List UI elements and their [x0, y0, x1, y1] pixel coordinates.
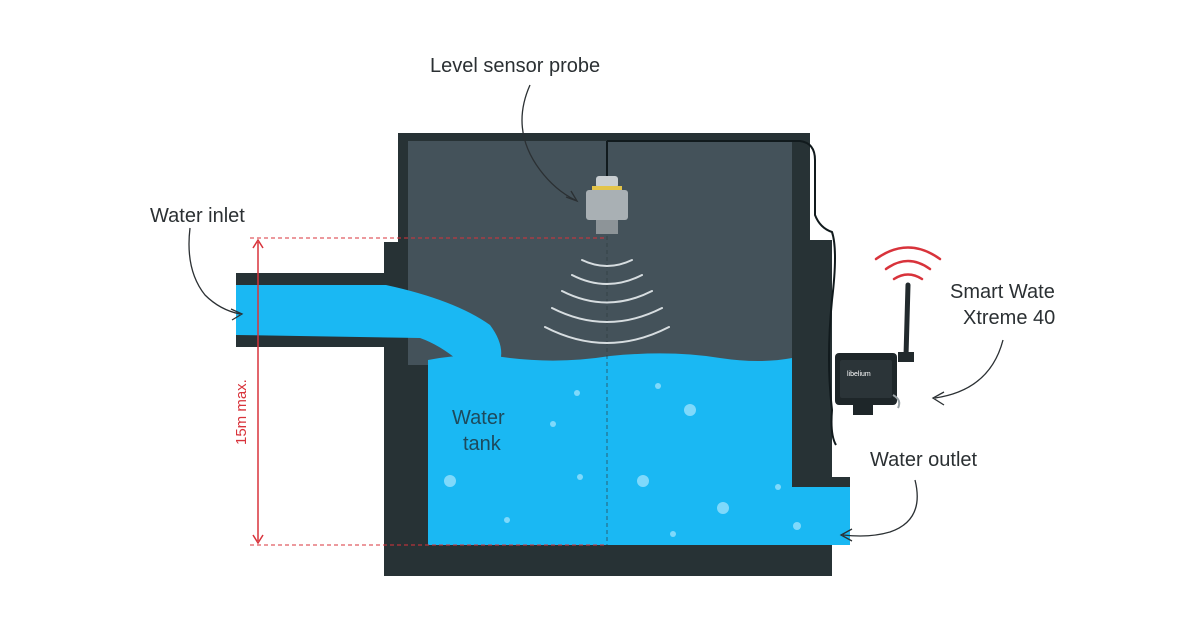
bubble [717, 502, 729, 514]
probe-callout-arrow [521, 84, 576, 201]
tank-water [428, 353, 848, 545]
inlet-callout-arrowhead [230, 308, 244, 321]
device-antenna-base [898, 352, 914, 362]
signal-arc [892, 273, 924, 281]
device-label-line2: Xtreme 40 [963, 307, 1055, 329]
tank-air-upper-left [408, 141, 428, 242]
bubble [670, 531, 676, 537]
depth-label: 15m max. [233, 379, 250, 445]
inlet-callout-arrow [188, 227, 241, 315]
inlet-pipe [236, 273, 502, 362]
outlet-pipe [792, 477, 850, 545]
bubble [793, 522, 801, 530]
bubble [444, 475, 456, 487]
smart-water-device: libelium [835, 282, 914, 415]
probe-tip [596, 220, 618, 234]
tank-label-line2: tank [463, 433, 502, 455]
bubble [574, 390, 580, 396]
device-mount [853, 405, 873, 415]
bubble [775, 484, 781, 490]
bubble [655, 383, 661, 389]
water-bubbles [444, 383, 801, 537]
sonar-waves [544, 259, 670, 344]
probe-body [586, 190, 628, 220]
sonar-wave [571, 274, 643, 285]
probe-callout-arrowhead [565, 190, 579, 203]
outlet-pipe-top-wall [792, 477, 850, 487]
sensor-cable [607, 140, 837, 446]
inlet-pipe-top-wall [236, 273, 386, 285]
callout-arrows [188, 84, 1004, 542]
outlet-water [832, 487, 850, 545]
bubble [637, 475, 649, 487]
device-antenna [903, 282, 911, 359]
depth-arrow-bottom [252, 534, 264, 545]
outlet-callout-arrowhead [839, 528, 853, 542]
bubble [504, 517, 510, 523]
sonar-wave [561, 290, 653, 304]
outlet-callout-arrow [842, 479, 918, 537]
inlet-label: Water inlet [150, 205, 245, 227]
device-callout-arrow [934, 339, 1004, 399]
bubble [684, 404, 696, 416]
bubble [577, 474, 583, 480]
tank-label-line1: Water [452, 407, 505, 429]
device-label-panel [840, 360, 892, 398]
device-label-line1: Smart Wate [950, 281, 1055, 303]
wireless-signal-icon [874, 246, 942, 281]
device-brand-text: libelium [847, 371, 871, 378]
probe-label: Level sensor probe [430, 55, 600, 77]
probe-cap [596, 176, 618, 188]
signal-arc [884, 259, 932, 271]
sonar-wave [581, 259, 633, 267]
device-cable-loop [892, 394, 901, 409]
outlet-label: Water outlet [870, 449, 978, 471]
sonar-wave [551, 307, 663, 323]
device-callout-arrowhead [931, 391, 945, 406]
level-sensor-probe [586, 141, 628, 234]
inlet-water-stream [236, 285, 502, 362]
bubble [550, 421, 556, 427]
inlet-pipe-bottom-wall [236, 335, 386, 347]
depth-dimension [250, 237, 606, 546]
depth-arrow-top [252, 238, 264, 249]
signal-arc [874, 246, 942, 261]
sonar-wave [544, 326, 670, 344]
tank-right-wall [792, 240, 832, 485]
tank-floor [384, 545, 832, 576]
probe-band [592, 186, 622, 190]
